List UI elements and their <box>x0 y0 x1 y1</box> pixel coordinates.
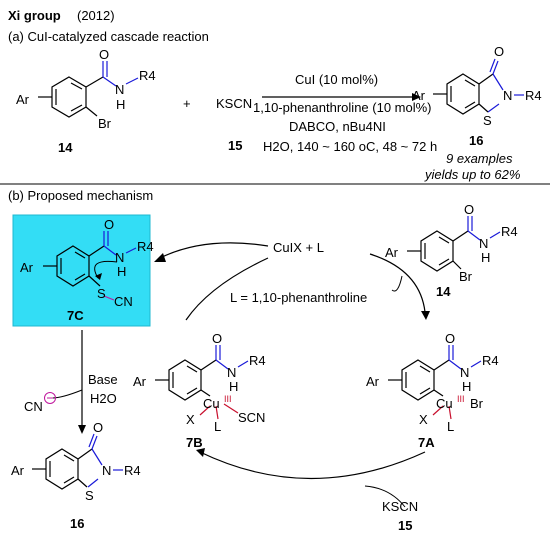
7b-x-ligand: X <box>186 412 195 427</box>
aryl-label: Ar <box>16 92 30 107</box>
7c-oxygen: O <box>104 217 114 232</box>
carbonyl-oxygen: O <box>99 47 109 62</box>
r4-label: R4 <box>139 68 156 83</box>
product-nitrogen-a: N <box>503 88 512 103</box>
product-r4-b: R4 <box>124 463 141 478</box>
7a-nitrogen: N <box>460 365 469 380</box>
cyanide-release-arrow <box>51 389 83 399</box>
substrate-14-arrow <box>391 275 403 292</box>
compound-16-structure-b <box>32 433 123 490</box>
ksc-entry: KSCN <box>382 499 418 514</box>
condition-temp: H2O, 140 ~ 160 oC, 48 ~ 72 h <box>263 139 437 154</box>
cycle-arrow-7b-to-cu <box>185 257 269 321</box>
product-oxygen-a: O <box>494 44 504 59</box>
7a-cu-oxidation: III <box>457 394 465 404</box>
product-sulfur-b: S <box>85 488 94 503</box>
7b-r4: R4 <box>249 353 266 368</box>
7c-aryl: Ar <box>20 260 34 275</box>
intermediate-7c-structure <box>43 231 137 301</box>
7c-hydrogen: H <box>117 264 126 279</box>
product-aryl-a: Ar <box>412 88 426 103</box>
m14-oxygen: O <box>464 202 474 217</box>
7c-sulfur: S <box>97 286 106 301</box>
substrate-14-mechanism <box>407 216 501 272</box>
product-aryl-b: Ar <box>11 463 25 478</box>
negative-charge-icon <box>44 392 56 404</box>
intermediate-7a-label: 7A <box>418 435 435 450</box>
product-sulfur-a: S <box>483 113 492 128</box>
part-b-title: (b) Proposed mechanism <box>8 188 153 203</box>
7c-cyano: CN <box>114 294 133 309</box>
result-examples: 9 examples <box>446 151 513 166</box>
part-a-title: (a) CuI-catalyzed cascade reaction <box>8 29 209 44</box>
7a-oxygen: O <box>445 331 455 346</box>
7a-copper: Cu <box>436 396 453 411</box>
7a-hydrogen: H <box>462 379 471 394</box>
group-year: (2012) <box>77 8 115 23</box>
7a-aryl: Ar <box>366 374 380 389</box>
m14-hydrogen: H <box>481 250 490 265</box>
water-label: H2O <box>90 391 117 406</box>
condition-phen: 1,10-phenanthroline (10 mol%) <box>253 100 432 115</box>
amide-hydrogen: H <box>116 97 125 112</box>
intermediate-7b-label: 7B <box>186 435 203 450</box>
7a-x-ligand: X <box>419 412 428 427</box>
bromine-label: Br <box>98 116 112 131</box>
compound-15-label: 15 <box>228 138 242 153</box>
cyanide-ion: CN <box>24 399 43 414</box>
reaction-arrowhead-a <box>412 93 421 101</box>
plus-sign: + <box>183 96 191 111</box>
7a-bromine: Br <box>470 396 484 411</box>
condition-dabco: DABCO, nBu4NI <box>289 119 386 134</box>
7c-nitrogen: N <box>115 250 124 265</box>
7b-thiocyanate: SCN <box>238 410 265 425</box>
m14-label: 14 <box>436 284 451 299</box>
m14-bromine: Br <box>459 269 473 284</box>
product-oxygen-b: O <box>93 420 103 435</box>
7b-hydrogen: H <box>229 379 238 394</box>
cycle-arrow-7a-to-7b <box>199 451 426 480</box>
intermediate-7b-structure <box>155 345 249 420</box>
7b-aryl: Ar <box>133 374 147 389</box>
intermediate-7c-label: 7C <box>67 308 84 323</box>
m14-r4: R4 <box>501 224 518 239</box>
compound-14-structure <box>38 61 139 118</box>
7a-r4: R4 <box>482 353 499 368</box>
amide-nitrogen: N <box>115 82 124 97</box>
7b-l-ligand: L <box>214 419 221 434</box>
cycle-arrow-to-7a <box>369 253 426 313</box>
compound-16-label-a: 16 <box>469 133 483 148</box>
ksc-reagent: KSCN <box>216 96 252 111</box>
condition-cui: CuI (10 mol%) <box>295 72 378 87</box>
7b-copper: Cu <box>203 396 220 411</box>
intermediate-7a-structure <box>388 345 482 420</box>
compound-16-structure-a <box>433 58 524 115</box>
7b-oxygen: O <box>212 331 222 346</box>
compound-14-label: 14 <box>58 140 73 155</box>
7b-nitrogen: N <box>227 365 236 380</box>
cycle-arrow-to-7c <box>159 242 269 259</box>
base-label: Base <box>88 372 118 387</box>
product-nitrogen-b: N <box>102 463 111 478</box>
m14-aryl: Ar <box>385 245 399 260</box>
7a-l-ligand: L <box>447 419 454 434</box>
group-title: Xi group <box>8 8 61 23</box>
intermediate-7c-highlight <box>12 214 151 327</box>
7c-r4: R4 <box>137 239 154 254</box>
compound-16-label-b: 16 <box>70 516 84 531</box>
catalyst-cux: CuIX + L <box>273 240 324 255</box>
product-r4-a: R4 <box>525 88 542 103</box>
ksc-entry-arrow <box>364 485 406 508</box>
7b-cu-oxidation: III <box>224 394 232 404</box>
ligand-definition: L = 1,10-phenanthroline <box>230 290 367 305</box>
m14-nitrogen: N <box>479 236 488 251</box>
result-yields: yields up to 62% <box>424 167 520 182</box>
ksc-entry-label: 15 <box>398 518 412 533</box>
